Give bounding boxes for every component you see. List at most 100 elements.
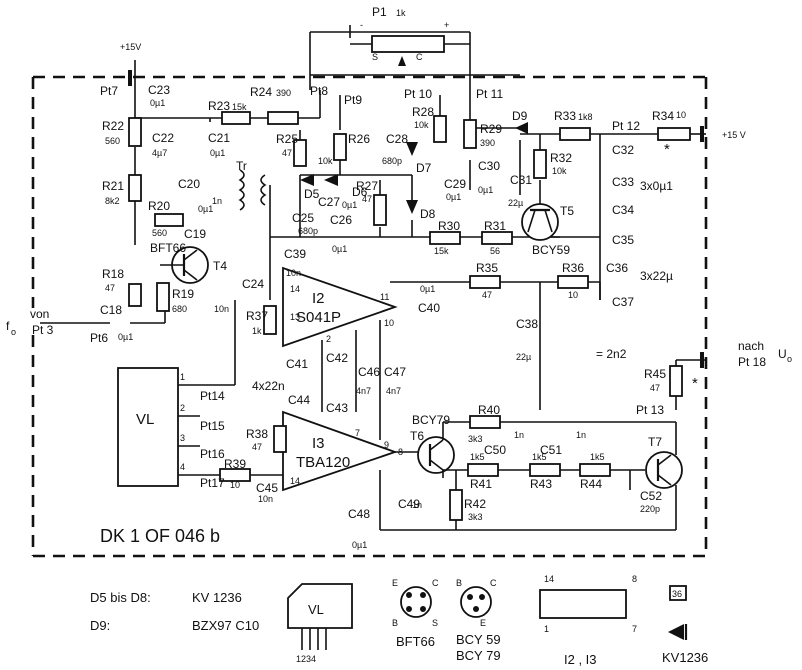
d7-label: D7 — [416, 161, 432, 175]
r22-val: 560 — [105, 136, 120, 146]
kv-num: 36 — [672, 589, 682, 599]
r26-id: R26 — [348, 132, 370, 146]
ic-pin14: 14 — [544, 574, 554, 584]
c52-id: C52 — [640, 489, 662, 503]
bcy-pin-c: C — [490, 578, 497, 588]
ic-pin7: 7 — [632, 624, 637, 634]
bcy-label-1: BCY 59 — [456, 632, 501, 647]
pt11: Pt 11 — [476, 87, 503, 101]
r42-id: R42 — [464, 497, 486, 511]
c30-val: 0µ1 — [478, 185, 493, 195]
component-symbols — [128, 35, 704, 521]
legend: D5 bis D8: KV 1236 D9: BZX97 C10 VL 1234… — [90, 574, 708, 667]
r37-id: R37 — [246, 309, 268, 323]
pt13: Pt 13 — [636, 403, 664, 417]
c19-id: C19 — [184, 227, 206, 241]
r39-val: 10 — [230, 480, 240, 490]
r21-val: 8k2 — [105, 196, 120, 206]
c28-val: 680p — [382, 156, 402, 166]
bft66-pin-s: S — [432, 618, 438, 628]
pt16: Pt16 — [200, 447, 225, 461]
r38-val: 47 — [252, 442, 262, 452]
c45-id: C45 — [256, 481, 278, 495]
legend-line2-a: D9: — [90, 618, 110, 633]
r25-id: R25 — [276, 132, 298, 146]
r34-id: R34 — [652, 109, 674, 123]
r41-id: R41 — [470, 477, 492, 491]
pot-name: P1 — [372, 5, 387, 19]
r27-id: R27 — [356, 179, 378, 193]
ic-i2-pin10: 10 — [384, 318, 394, 328]
c45-val: 10n — [258, 494, 273, 504]
r37-val: 1k — [252, 326, 262, 336]
ic-i2: I2 S041P 14 13 11 10 2 — [282, 266, 398, 348]
c24-val: 10n — [214, 304, 229, 314]
r21-id: R21 — [102, 179, 124, 193]
vl-module: VL 1 2 3 4 — [117, 300, 283, 487]
pt14: Pt14 — [200, 389, 225, 403]
c23-id: C23 — [148, 83, 170, 97]
c47-id: C47 — [384, 365, 406, 379]
output-u: U — [778, 347, 787, 361]
pt12: Pt 12 — [612, 119, 640, 133]
c42-label: C42 — [326, 351, 348, 365]
c43-label: C43 — [326, 401, 348, 415]
r45-val: 47 — [650, 383, 660, 393]
c25-val: 680p — [298, 226, 318, 236]
pt9: Pt9 — [344, 93, 362, 107]
ic-i2-pin2: 2 — [326, 334, 331, 344]
r40-val: 3k3 — [468, 434, 483, 444]
supply-left-label: +15V — [120, 42, 141, 52]
c48-id: C48 — [348, 507, 370, 521]
c20-val: 1n — [212, 196, 222, 206]
c44-label: C44 — [288, 393, 310, 407]
cap-2n2-note: = 2n2 — [596, 347, 627, 361]
c50-val: 1n — [514, 430, 524, 440]
r31-val: 56 — [490, 246, 500, 256]
board-outline — [31, 75, 712, 558]
c46-id: C46 — [358, 365, 380, 379]
c29-val: 0µ1 — [446, 192, 461, 202]
ic-i2-pin14: 14 — [290, 284, 300, 294]
r23-id: R23 — [208, 99, 230, 113]
d9-label: D9 — [512, 109, 528, 123]
c37-label: C37 — [612, 295, 634, 309]
d5-label: D5 — [304, 187, 320, 201]
bft66-label: BFT66 — [396, 634, 435, 649]
r19-id: R19 — [172, 287, 194, 301]
c31-id: C31 — [510, 173, 532, 187]
r24-id: R24 — [250, 85, 272, 99]
transformer-label: Tr — [236, 159, 247, 173]
transistor-t5: T5 BCY59 — [521, 203, 574, 257]
c25-id: C25 — [292, 211, 314, 225]
r36-id: R36 — [562, 261, 584, 275]
c24-id: C24 — [242, 277, 264, 291]
legend-line1-a: D5 bis D8: — [90, 590, 151, 605]
c35-label: C35 — [612, 233, 634, 247]
input-von: von — [30, 307, 49, 321]
ic-pin8: 8 — [632, 574, 637, 584]
c32-label: C32 — [612, 143, 634, 157]
c28-id: C28 — [386, 132, 408, 146]
c27-val: 0µ1 — [342, 200, 357, 210]
supply-right-label: +15 V — [722, 130, 746, 140]
vl-pin2: 2 — [180, 403, 185, 413]
r32-id: R32 — [550, 151, 572, 165]
c39-val: 10n — [286, 268, 301, 278]
input-f0-sub: o — [11, 327, 16, 337]
lower-wiring — [40, 296, 706, 531]
t5-type: BCY59 — [532, 243, 570, 257]
t6-id: T6 — [410, 429, 424, 443]
r45-star: * — [692, 375, 698, 392]
r25-val: 47 — [282, 148, 292, 158]
r30-val: 15k — [434, 246, 449, 256]
c26-val: 0µ1 — [332, 244, 347, 254]
r28-id: R28 — [412, 105, 434, 119]
ic-i3-pin14: 14 — [290, 476, 300, 486]
r26-val: 10k — [318, 156, 333, 166]
r40-id: R40 — [478, 403, 500, 417]
output-to: Pt 18 — [738, 355, 766, 369]
labels: +15V +15 V P1 1k - + S C von Pt 3 f o na… — [6, 5, 792, 550]
t5-id: T5 — [560, 204, 574, 218]
r44-val: 1k5 — [590, 452, 605, 462]
